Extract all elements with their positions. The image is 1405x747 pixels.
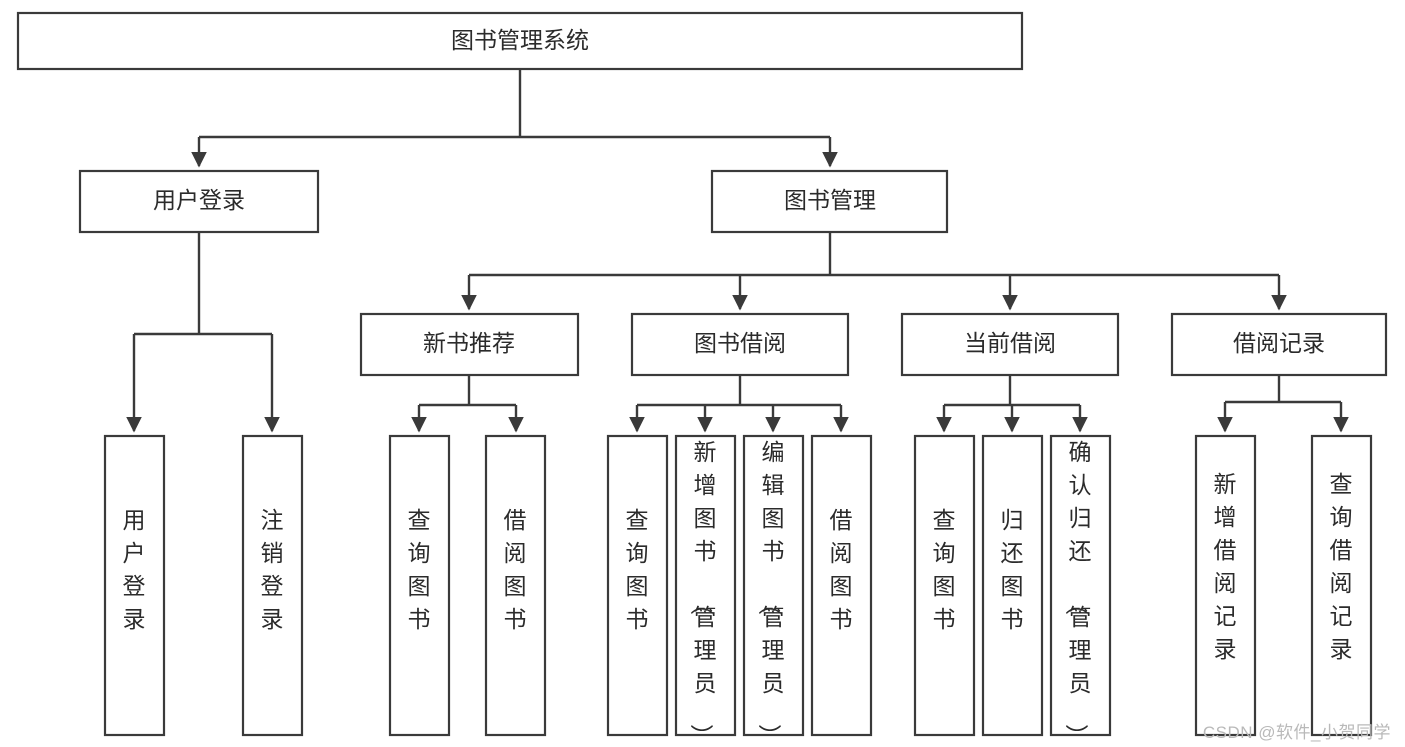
node-add-borrow-record[interactable]: 新增借阅记录 xyxy=(1194,434,1257,737)
node-borrow-records[interactable]: 借阅记录 xyxy=(1170,312,1388,377)
node-borrow-books-1[interactable]: 借阅图书 xyxy=(484,434,547,737)
node-user-login[interactable]: 用户登录 xyxy=(78,169,320,234)
node-return-books-label: 归还图书 xyxy=(1001,507,1024,632)
node-query-books-2-label: 查询图书 xyxy=(626,507,649,632)
node-add-book-admin-label: 新增图书（管理员） xyxy=(689,439,717,747)
node-borrow-books-2[interactable]: 借阅图书 xyxy=(810,434,873,737)
node-root-label: 图书管理系统 xyxy=(451,27,589,53)
node-add-book-admin[interactable]: 新增图书（管理员） xyxy=(674,434,737,747)
node-user-login-do-label: 用户登录 xyxy=(123,507,146,632)
node-confirm-return-admin-label: 确认归还（管理员） xyxy=(1064,439,1092,747)
node-user-login-do[interactable]: 用户登录 xyxy=(103,434,166,737)
node-query-books-3[interactable]: 查询图书 xyxy=(913,434,976,737)
node-current-borrow[interactable]: 当前借阅 xyxy=(900,312,1120,377)
node-current-borrow-label: 当前借阅 xyxy=(964,330,1056,356)
node-query-borrow-record[interactable]: 查询借阅记录 xyxy=(1310,434,1373,737)
node-edit-book-admin[interactable]: 编辑图书（管理员） xyxy=(742,434,805,747)
node-new-book-recommend[interactable]: 新书推荐 xyxy=(359,312,580,377)
node-query-books-2[interactable]: 查询图书 xyxy=(606,434,669,737)
node-user-login-label: 用户登录 xyxy=(153,187,245,213)
node-edit-book-admin-label: 编辑图书（管理员） xyxy=(757,439,785,747)
node-query-borrow-record-label: 查询借阅记录 xyxy=(1330,471,1353,662)
node-borrow-books-1-label: 借阅图书 xyxy=(504,507,527,632)
node-book-management-label: 图书管理 xyxy=(784,187,876,213)
node-book-management[interactable]: 图书管理 xyxy=(710,169,949,234)
node-add-borrow-record-label: 新增借阅记录 xyxy=(1214,471,1237,662)
node-query-books-1[interactable]: 查询图书 xyxy=(388,434,451,737)
node-user-logout-label: 注销登录 xyxy=(261,507,284,632)
csdn-watermark: CSDN @软件_小贺同学 xyxy=(1202,723,1391,742)
node-book-borrow-label: 图书借阅 xyxy=(694,330,786,356)
node-borrow-books-2-label: 借阅图书 xyxy=(830,507,853,632)
node-user-logout[interactable]: 注销登录 xyxy=(241,434,304,737)
node-root[interactable]: 图书管理系统 xyxy=(16,11,1024,71)
node-confirm-return-admin[interactable]: 确认归还（管理员） xyxy=(1049,434,1112,747)
node-return-books[interactable]: 归还图书 xyxy=(981,434,1044,737)
edge-layer xyxy=(126,69,1349,433)
node-query-books-3-label: 查询图书 xyxy=(933,507,956,632)
node-query-books-1-label: 查询图书 xyxy=(408,507,431,632)
node-new-book-recommend-label: 新书推荐 xyxy=(423,330,515,356)
node-borrow-records-label: 借阅记录 xyxy=(1233,330,1325,356)
node-book-borrow[interactable]: 图书借阅 xyxy=(630,312,850,377)
